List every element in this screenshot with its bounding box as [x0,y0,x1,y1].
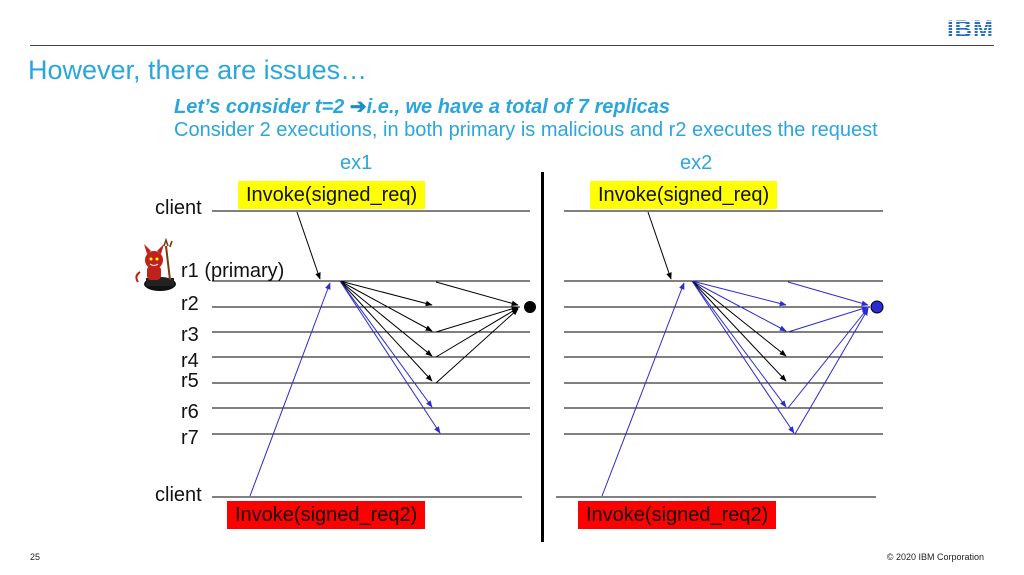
intro-line-1-part-1: Let’s consider t=2 [174,96,345,118]
ex1-primary-to-r5 [339,280,433,382]
ex1-r3-to-r2 [435,306,519,333]
page-number: 25 [30,552,41,562]
exec-label-ex1: ex1 [340,152,373,174]
execution-divider [541,172,544,542]
invoke-signed-req-ex2: Invoke(signed_req) [590,181,778,209]
replica-label-r7: r7 [181,427,199,449]
ex1-r2-execute-dot [524,301,536,313]
ex1-r1-to-r2 [435,281,519,306]
replica-label-r6: r6 [181,401,199,423]
invoke-signed-req2-ex1: Invoke(signed_req2) [227,501,426,529]
exec-label-ex2: ex2 [680,152,713,174]
intro-line-1: Let’s consider t=2 ➔i.e., we have a tota… [174,94,670,119]
intro-line-1-part-2: i.e., we have a total of 7 replicas [366,96,671,118]
replica-label-r1: r1 (primary) [181,260,285,282]
replica-label-client-bottom: client [155,484,202,506]
replica-label-r5: r5 [181,370,199,392]
ex1-primary-to-r2 [339,280,433,307]
ex2-invoke-req-arrow [647,211,672,280]
ex2-primary-to-r2 [691,280,787,307]
ex1-primary-to-r4 [339,280,433,357]
ex1-r5-to-r2 [435,308,519,384]
intro-line-2: Consider 2 executions, in both primary i… [174,119,878,141]
devil-icon [135,237,176,291]
ex2-primary-to-r3 [691,280,787,332]
replica-label-r4: r4 [181,350,199,372]
ex2-primary-to-r4 [691,280,787,357]
copyright-notice: © 2020 IBM Corporation [886,552,984,562]
header-rule [30,45,994,46]
ex1-primary-to-r7 [339,280,441,434]
ex2-r1-to-r2 [787,281,869,306]
ex2-primary-to-r5 [691,280,787,382]
ex2-r3-to-r2 [787,306,869,333]
invoke-signed-req-ex1: Invoke(signed_req) [238,181,426,209]
replica-label-r2: r2 [181,293,199,315]
ex1-timelines [212,210,530,498]
ex2-r7-to-r2 [794,308,869,435]
ex2-r6-to-r2 [787,307,869,409]
ex2-messages [601,211,884,497]
ex2-timelines [556,210,883,498]
ex1-invoke-req-arrow [296,211,321,280]
ex2-primary-to-r6 [691,280,787,408]
ex1-primary-to-r6 [339,280,433,408]
invoke-signed-req2-ex2: Invoke(signed_req2) [578,501,777,529]
replica-label-client-top: client [155,197,202,219]
ex1-messages [249,211,536,497]
replica-label-r3: r3 [181,324,199,346]
ex2-invoke-req2-arrow [601,282,685,497]
page-title: However, there are issues… [28,55,368,85]
ex2-r2-execute-dot [870,300,884,314]
ibm-logo: IBM [947,16,994,43]
ex1-primary-to-r3 [339,280,433,332]
ex1-r4-to-r2 [435,307,519,358]
ex2-primary-to-r7 [691,280,795,434]
right-arrow-icon: ➔ [349,96,367,118]
ex1-invoke-req2-arrow [249,282,331,497]
